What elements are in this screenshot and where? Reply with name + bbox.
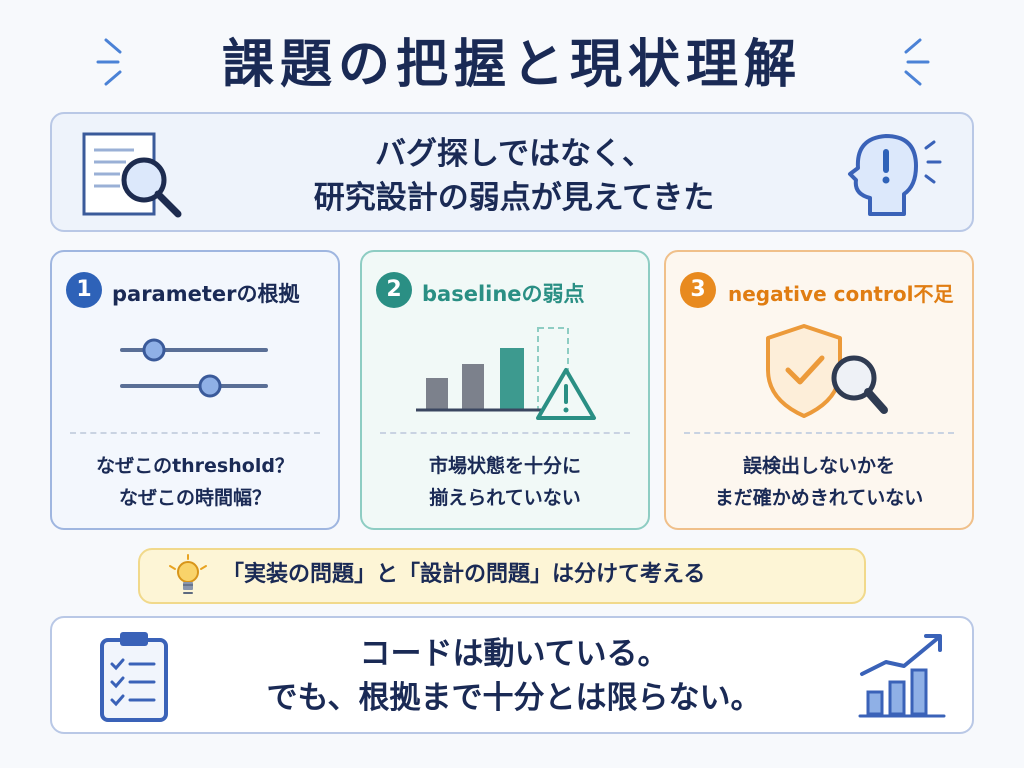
card-description: 市場状態を十分に 揃えられていない [362, 450, 648, 514]
card-divider [684, 432, 954, 434]
card-description: 誤検出しないかを まだ確かめきれていない [666, 450, 972, 514]
card-divider [70, 432, 320, 434]
card-line-1: 誤検出しないかを [742, 455, 895, 477]
conclusion-text: コードは動いている。 でも、根拠まで十分とは限らない。 [52, 632, 976, 720]
clipboard-checklist-icon [100, 632, 168, 722]
left-spark-icon [96, 38, 122, 86]
card-number-badge: 3 [680, 272, 716, 308]
banner-text: バグ探しではなく、 研究設計の弱点が見えてきた [52, 132, 976, 220]
card-line-1: なぜこのthreshold？ [96, 455, 294, 477]
document-search-icon [82, 132, 182, 218]
lightbulb-icon [169, 554, 207, 594]
bar-warning-icon [416, 327, 596, 420]
sliders-icon [120, 338, 268, 398]
page-title: 課題の把握と現状理解 [221, 35, 802, 95]
card-line-1: 市場状態を十分に [428, 455, 581, 477]
card-number-badge: 1 [66, 272, 102, 308]
conclusion-line-1: コードは動いている。 [359, 636, 669, 672]
card-number-badge: 2 [376, 272, 412, 308]
right-spark-icon [904, 38, 930, 86]
card-title: negative control不足 [728, 282, 954, 306]
headline-banner: バグ探しではなく、 研究設計の弱点が見えてきた [50, 112, 974, 232]
head-alert-icon [848, 134, 942, 216]
tip-banner: 「実装の問題」と「設計の問題」は分けて考える [138, 548, 866, 604]
shield-search-icon [766, 324, 888, 418]
card-line-2: なぜこの時間幅？ [118, 487, 271, 509]
conclusion-line-2: でも、根拠まで十分とは限らない。 [266, 680, 762, 716]
conclusion-panel: コードは動いている。 でも、根拠まで十分とは限らない。 [50, 616, 974, 734]
card-negative-control: 3 negative control不足 誤検出しないかを まだ確かめきれていな… [664, 250, 974, 530]
card-parameter: 1 parameterの根拠 なぜこのthreshold？ なぜこの時間幅？ [50, 250, 340, 530]
card-title: parameterの根拠 [112, 282, 300, 306]
card-description: なぜこのthreshold？ なぜこの時間幅？ [52, 450, 338, 514]
card-baseline: 2 baselineの弱点 市場状態を十分に 揃えられていない [360, 250, 650, 530]
tip-text: 「実装の問題」と「設計の問題」は分けて考える [222, 562, 706, 587]
growth-chart-icon [858, 634, 946, 718]
banner-line-2: 研究設計の弱点が見えてきた [313, 180, 715, 216]
banner-line-1: バグ探しではなく、 [374, 136, 654, 172]
card-line-2: 揃えられていない [429, 487, 581, 509]
card-divider [380, 432, 630, 434]
card-title: baselineの弱点 [422, 282, 585, 306]
card-line-2: まだ確かめきれていない [714, 487, 924, 509]
